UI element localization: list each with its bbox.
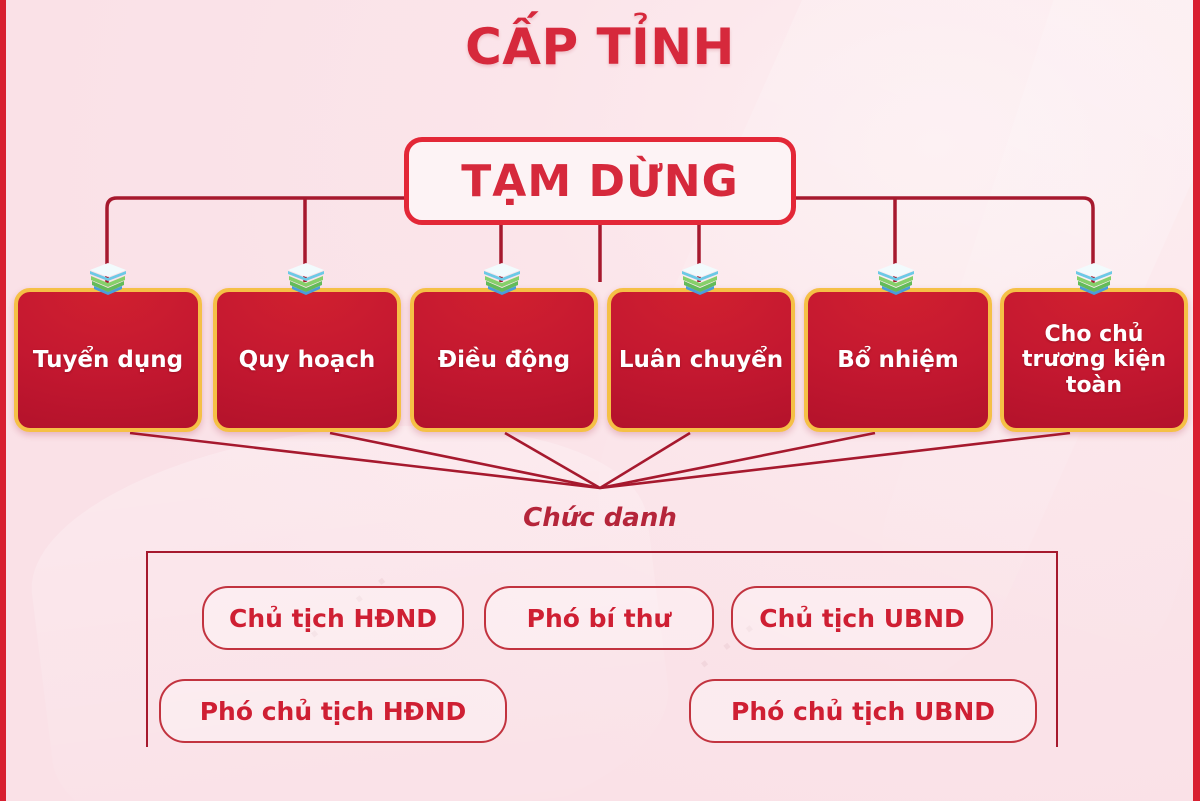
pill-label: Phó chủ tịch UBND — [731, 696, 995, 726]
card-label: Luân chuyển — [618, 346, 784, 373]
card-tuyen-dung[interactable]: Tuyển dụng — [14, 288, 202, 432]
pill-label: Phó bí thư — [526, 603, 672, 633]
card-dieu-dong[interactable]: Điều động — [410, 288, 598, 432]
mid-caption-chuc-danh: Chức danh — [523, 503, 677, 533]
pill-pho-bi-thu[interactable]: Phó bí thư — [484, 586, 714, 650]
positions-frame — [146, 551, 1058, 747]
card-cho-chu-truong-kien-toan[interactable]: Cho chủ trương kiện toàn — [1000, 288, 1188, 432]
page-title: CẤP TỈNH — [465, 18, 735, 76]
card-luan-chuyen[interactable]: Luân chuyển — [607, 288, 795, 432]
card-label: Cho chủ trương kiện toàn — [1022, 321, 1166, 398]
pill-label: Chủ tịch UBND — [759, 603, 965, 633]
main-node-label: TẠM DỪNG — [461, 155, 739, 207]
card-bo-nhiem[interactable]: Bổ nhiệm — [804, 288, 992, 432]
card-label: Bổ nhiệm — [837, 346, 959, 373]
pill-pho-chu-tich-ubnd[interactable]: Phó chủ tịch UBND — [689, 679, 1037, 743]
card-label: Quy hoạch — [238, 346, 376, 373]
card-label: Điều động — [437, 346, 571, 373]
main-node-tam-dung[interactable]: TẠM DỪNG — [404, 137, 796, 225]
pill-chu-tich-hdnd[interactable]: Chủ tịch HĐND — [202, 586, 464, 650]
pill-label: Phó chủ tịch HĐND — [199, 696, 467, 726]
left-edge-stripe — [0, 0, 6, 801]
card-quy-hoach[interactable]: Quy hoạch — [213, 288, 401, 432]
pill-pho-chu-tich-hdnd[interactable]: Phó chủ tịch HĐND — [159, 679, 507, 743]
card-label: Tuyển dụng — [32, 346, 184, 373]
pill-label: Chủ tịch HĐND — [228, 603, 438, 633]
pill-chu-tich-ubnd[interactable]: Chủ tịch UBND — [731, 586, 993, 650]
right-edge-stripe — [1193, 0, 1200, 801]
